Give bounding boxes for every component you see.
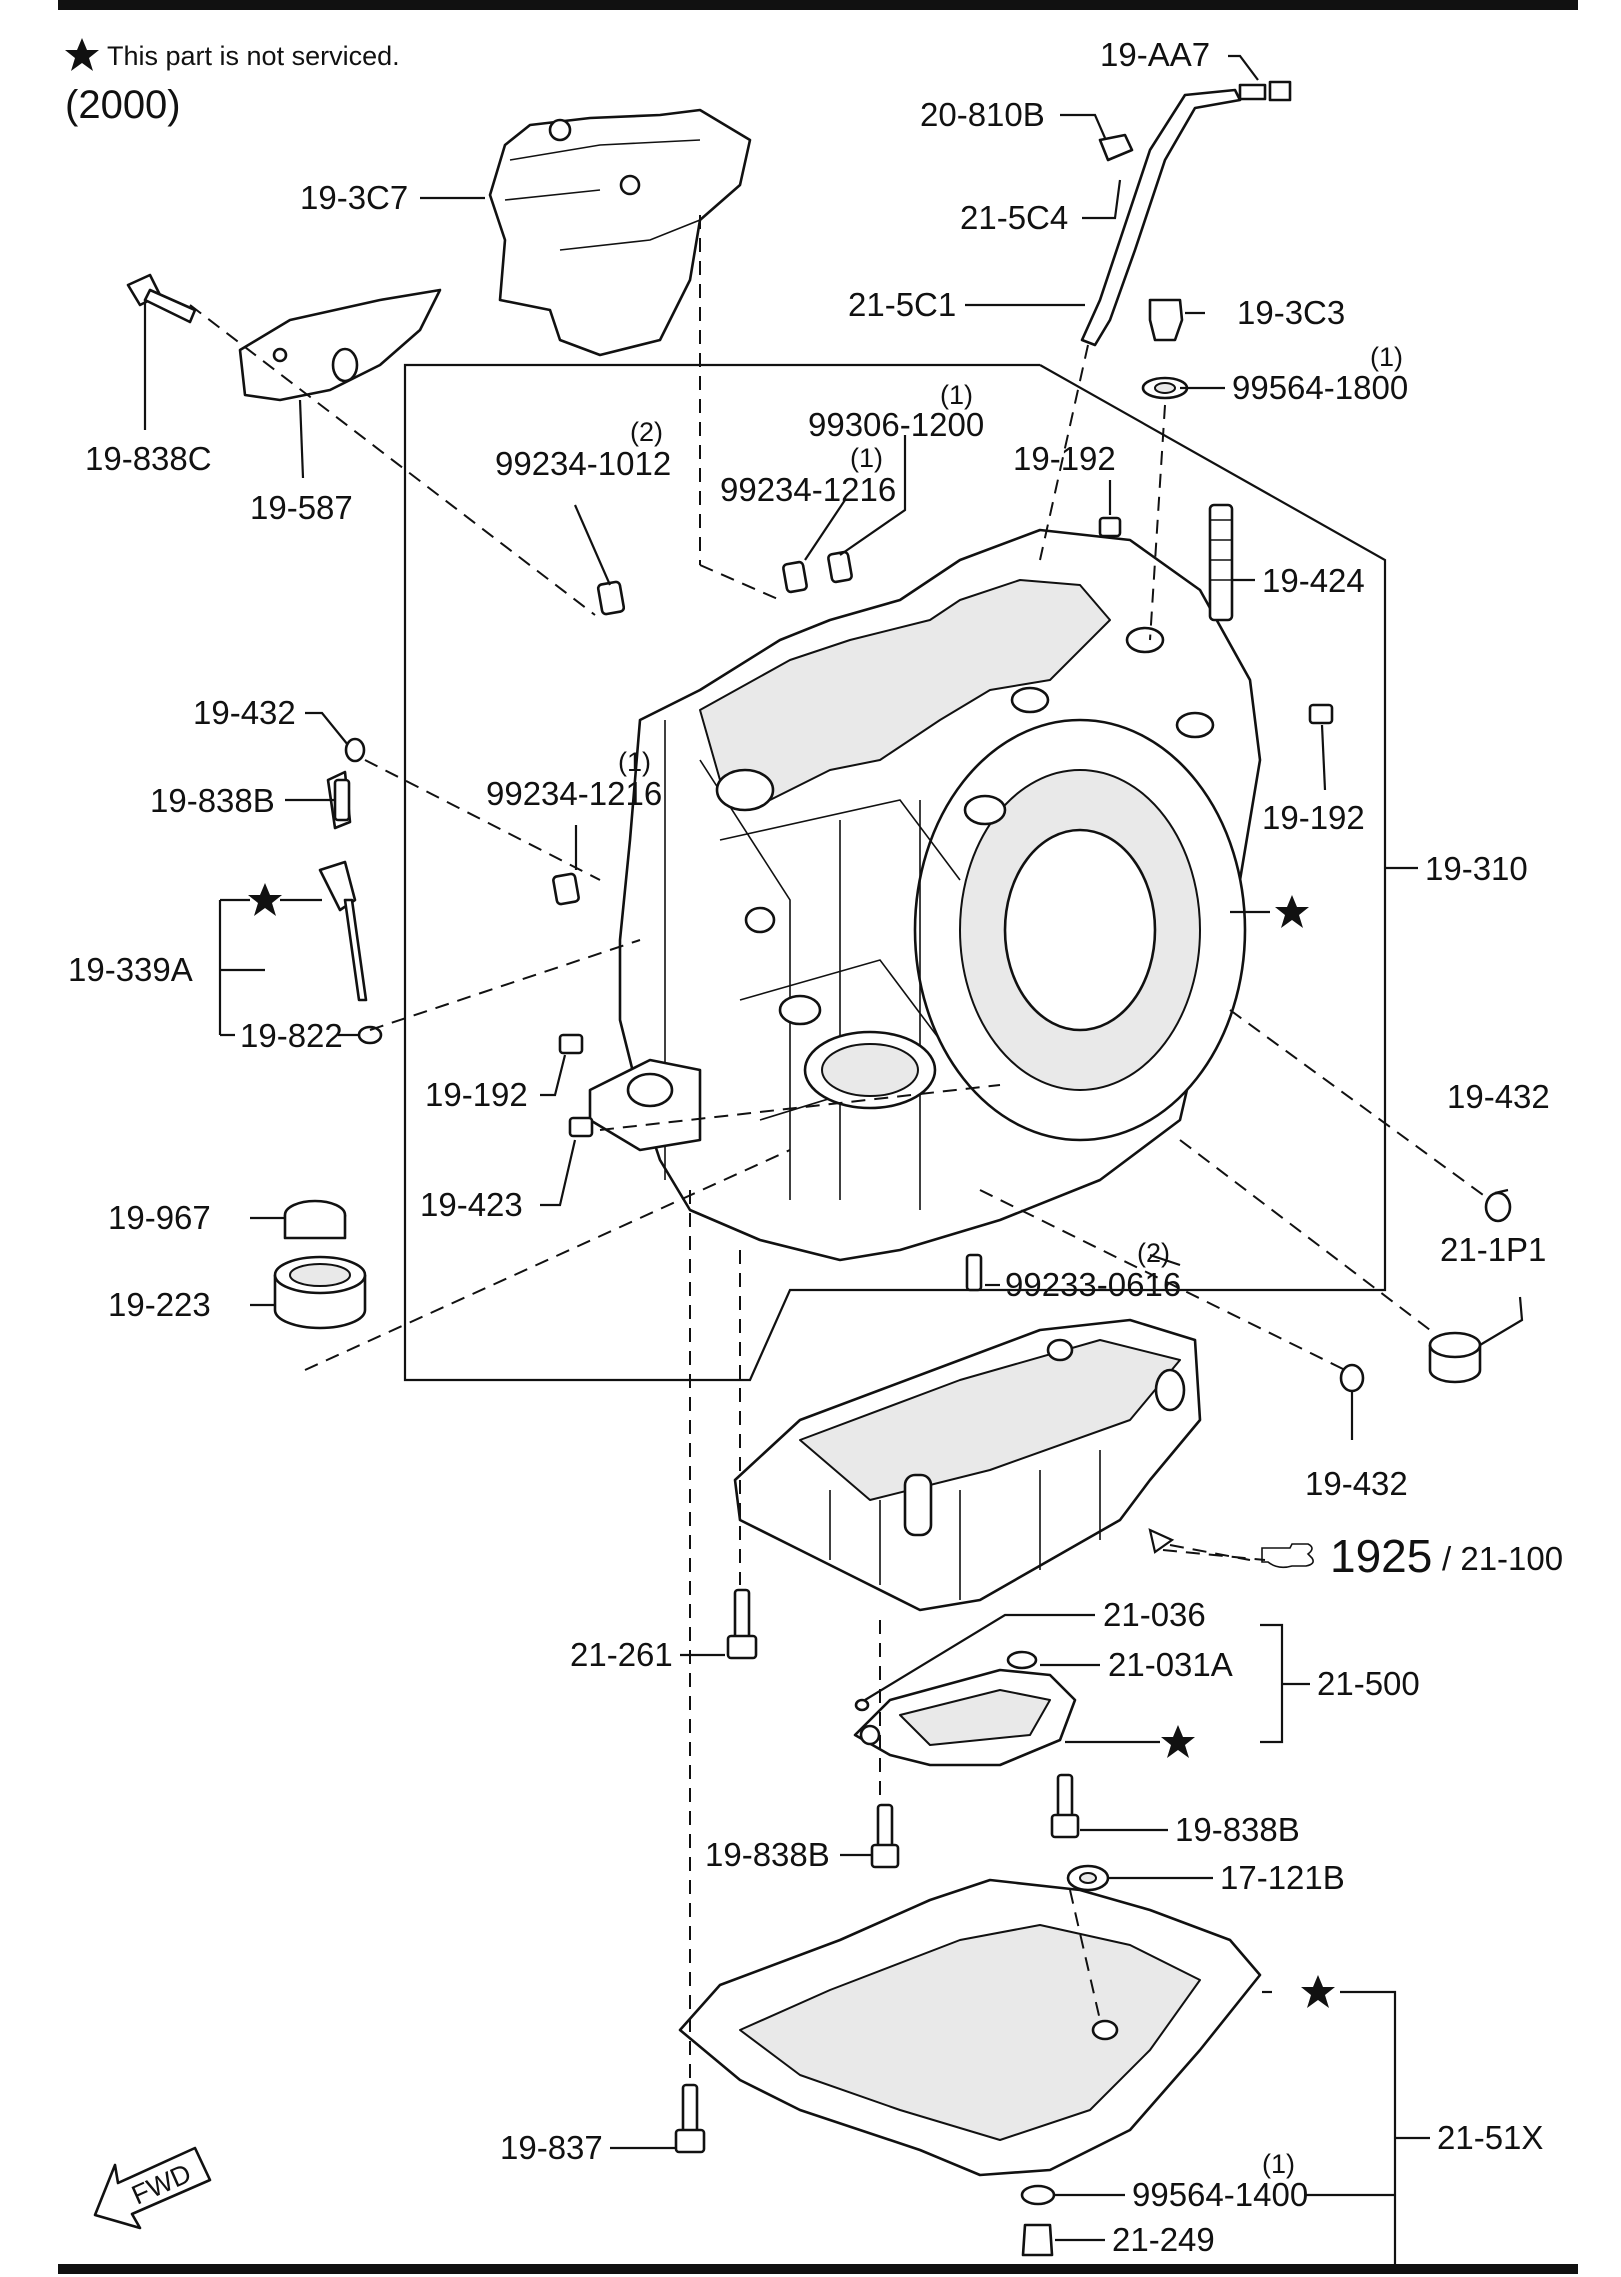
cover-plate-19-587 <box>238 288 442 402</box>
callout-19-822[interactable]: 19-822 <box>240 1017 343 1054</box>
callout-99564-1400[interactable]: 99564-1400 <box>1132 2176 1308 2213</box>
callout-21-031A[interactable]: 21-031A <box>1108 1646 1233 1683</box>
qty-99233-0616: (2) <box>1137 1238 1170 1268</box>
qty-99234-1216-mid: (1) <box>618 747 651 777</box>
callout-19-837[interactable]: 19-837 <box>500 2129 603 2166</box>
callout-19-192-left[interactable]: 19-192 <box>425 1076 528 1113</box>
bottom-border <box>58 2264 1578 2274</box>
callout-99234-1216[interactable]: 99234-1216 <box>720 471 896 508</box>
callout-19-223[interactable]: 19-223 <box>108 1286 211 1323</box>
case-group-outline <box>403 363 1387 1382</box>
oil-filter-21-500 <box>853 1650 1077 1767</box>
callout-labels: 19-AA7 20-810B 21-5C4 21-5C1 19-3C3 (1) … <box>68 36 1550 2258</box>
callout-19-3C7[interactable]: 19-3C7 <box>300 179 408 216</box>
legend-text: This part is not serviced. <box>107 41 400 71</box>
callout-19-838B[interactable]: 19-838B <box>150 782 275 819</box>
callout-99234-1216-mid[interactable]: 99234-1216 <box>486 775 662 812</box>
drain-plug-21-249 <box>1020 2184 1056 2257</box>
callout-99233-0616[interactable]: 99233-0616 <box>1005 1266 1181 1303</box>
callout-21-036[interactable]: 21-036 <box>1103 1596 1206 1633</box>
callout-21-5C1[interactable]: 21-5C1 <box>848 286 956 323</box>
hose-19-223 <box>273 1199 367 1330</box>
not-serviced-star-icon <box>1275 895 1309 928</box>
reference-main[interactable]: 1925 <box>1330 1530 1432 1582</box>
dowel-pins <box>552 550 983 1292</box>
heat-shield-19-3C7 <box>488 108 752 357</box>
callout-20-810B[interactable]: 20-810B <box>920 96 1045 133</box>
bolt-21-261 <box>726 1588 758 1660</box>
callout-21-5C4[interactable]: 21-5C4 <box>960 199 1068 236</box>
callout-19-967[interactable]: 19-967 <box>108 1199 211 1236</box>
assembly-lines <box>189 215 1491 2080</box>
arrow-forward-icon <box>93 2146 212 2230</box>
dipstick-tube <box>1080 80 1292 347</box>
stud-19-424 <box>1208 503 1234 622</box>
bolts-19-838B <box>333 778 1080 1869</box>
reference-link[interactable]: 1925 / 21-100 <box>1261 1530 1563 1582</box>
not-serviced-star-icon <box>1301 1975 1335 2008</box>
callout-19-432[interactable]: 19-432 <box>193 694 296 731</box>
qty-99564-1800: (1) <box>1370 342 1403 372</box>
callout-19-424[interactable]: 19-424 <box>1262 562 1365 599</box>
qty-99234-1216: (1) <box>850 443 883 473</box>
dipstick-19-339A <box>318 770 383 1045</box>
reference-sub[interactable]: / 21-100 <box>1442 1540 1563 1577</box>
callout-19-838C[interactable]: 19-838C <box>85 440 212 477</box>
callout-19-310[interactable]: 19-310 <box>1425 850 1528 887</box>
pointing-hand-icon <box>1261 1543 1314 1569</box>
o-rings-19-432 <box>344 737 1512 1393</box>
qty-99564-1400: (1) <box>1262 2149 1295 2179</box>
callout-21-1P1[interactable]: 21-1P1 <box>1440 1231 1546 1268</box>
callout-19-587[interactable]: 19-587 <box>250 489 353 526</box>
callout-21-261[interactable]: 21-261 <box>570 1636 673 1673</box>
drain-plug-19-3C3 <box>1141 298 1189 400</box>
bushing-21-1P1 <box>1428 1331 1482 1384</box>
callout-19-432-right[interactable]: 19-432 <box>1447 1078 1550 1115</box>
callout-19-838B-left[interactable]: 19-838B <box>705 1836 830 1873</box>
transmission-case <box>588 528 1262 1262</box>
callout-19-192-right[interactable]: 19-192 <box>1262 799 1365 836</box>
fwd-arrow: FWD <box>93 2146 212 2230</box>
bolt-19-838C <box>126 273 197 324</box>
qty-99234-1012: (2) <box>630 417 663 447</box>
callout-21-51X[interactable]: 21-51X <box>1437 2119 1543 2156</box>
callout-21-500[interactable]: 21-500 <box>1317 1665 1420 1702</box>
not-serviced-star-icon <box>1161 1725 1195 1758</box>
callout-19-432-lower[interactable]: 19-432 <box>1305 1465 1408 1502</box>
callout-19-838B-right[interactable]: 19-838B <box>1175 1811 1300 1848</box>
callout-19-AA7[interactable]: 19-AA7 <box>1100 36 1210 73</box>
bolt-19-837 <box>674 2083 706 2154</box>
callout-99564-1800[interactable]: 99564-1800 <box>1232 369 1408 406</box>
leader-lines <box>143 54 1524 2270</box>
callout-19-192[interactable]: 19-192 <box>1013 440 1116 477</box>
oil-pan-21-51X <box>678 1878 1262 2177</box>
callout-99234-1012[interactable]: 99234-1012 <box>495 445 671 482</box>
legend-star-icon <box>65 38 99 71</box>
group-code: (2000) <box>65 83 181 127</box>
callout-99306-1200[interactable]: 99306-1200 <box>808 406 984 443</box>
qty-99306-1200: (1) <box>940 380 973 410</box>
callout-17-121B[interactable]: 17-121B <box>1220 1859 1345 1896</box>
top-border <box>58 0 1578 10</box>
callout-21-249[interactable]: 21-249 <box>1112 2221 1215 2258</box>
callout-19-423[interactable]: 19-423 <box>420 1186 523 1223</box>
plug-19-192 <box>558 516 1334 1138</box>
callout-19-339A[interactable]: 19-339A <box>68 951 193 988</box>
not-serviced-star-icon <box>248 883 282 916</box>
valve-body <box>733 1318 1202 1612</box>
callout-19-3C3[interactable]: 19-3C3 <box>1237 294 1345 331</box>
